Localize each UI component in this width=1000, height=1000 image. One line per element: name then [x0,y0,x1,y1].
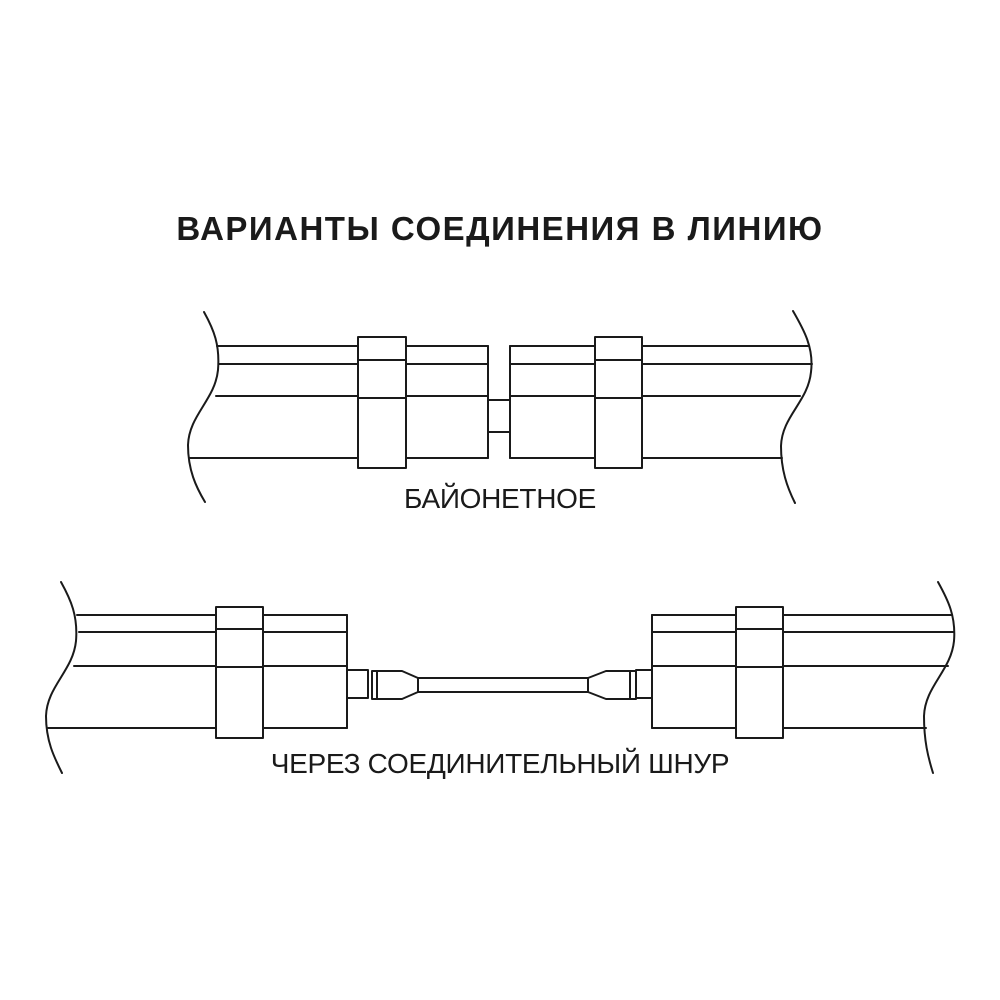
cord-plug-left [376,670,419,700]
bayonet-label: БАЙОНЕТНОЕ [403,483,597,514]
break-line-left [187,311,220,503]
socket-stub-right [635,669,653,699]
diagram-lines [45,310,956,774]
mounting-clip [735,606,784,739]
mounting-clip [594,336,643,469]
mounting-clip [215,606,264,739]
page-title: ВАРИАНТЫ СОЕДИНЕНИЯ В ЛИНИЮ [176,210,824,247]
cord-label: ЧЕРЕЗ СОЕДИНИТЕЛЬНЫЙ ШНУР [270,748,730,779]
bayonet-diagram [187,310,813,504]
mounting-clip [357,336,407,469]
connecting-cord [346,669,653,700]
socket-stub-left [346,669,369,699]
break-line-left [45,581,78,774]
break-line-right [780,310,813,504]
break-line-right [923,581,956,774]
cord-plug-right [587,670,637,700]
bayonet-connector [487,399,511,433]
cord-diagram [45,581,956,774]
